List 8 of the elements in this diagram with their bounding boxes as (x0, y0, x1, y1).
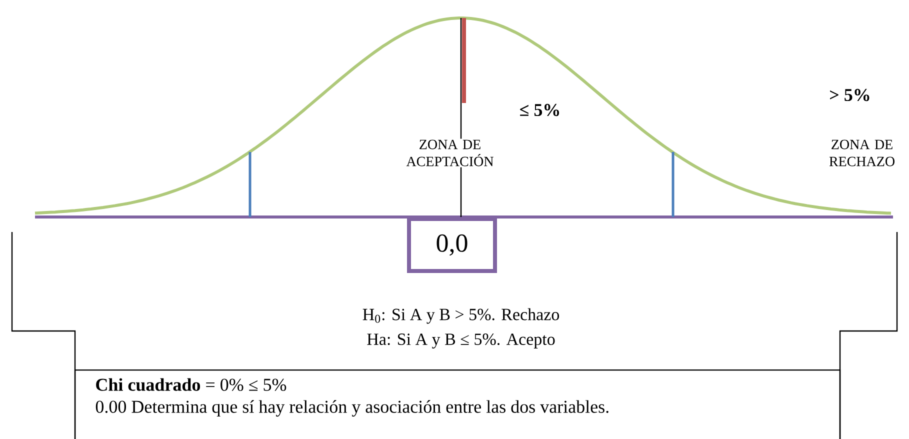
zone-label: ZONA DE ACEPTACIÓN (399, 138, 501, 168)
value-box: 0,0 (407, 217, 497, 273)
conclusion-box: Chi cuadrado = 0% ≤ 5% 0.00 Determina que sí hay relación y asociación entre las dos variables. (74, 369, 841, 439)
percent-label: > 5% (830, 88, 870, 102)
zone-label: ZONA DE RECHAZO (824, 138, 900, 168)
hypothesis-text: Ha: Si A y B ≤ 5%. Acepto (367, 334, 555, 348)
percent-label: ≤ 5% (520, 104, 559, 116)
hypothesis-text: H$_{0}$: Si A y B > 5%. Rechazo (362, 308, 560, 324)
